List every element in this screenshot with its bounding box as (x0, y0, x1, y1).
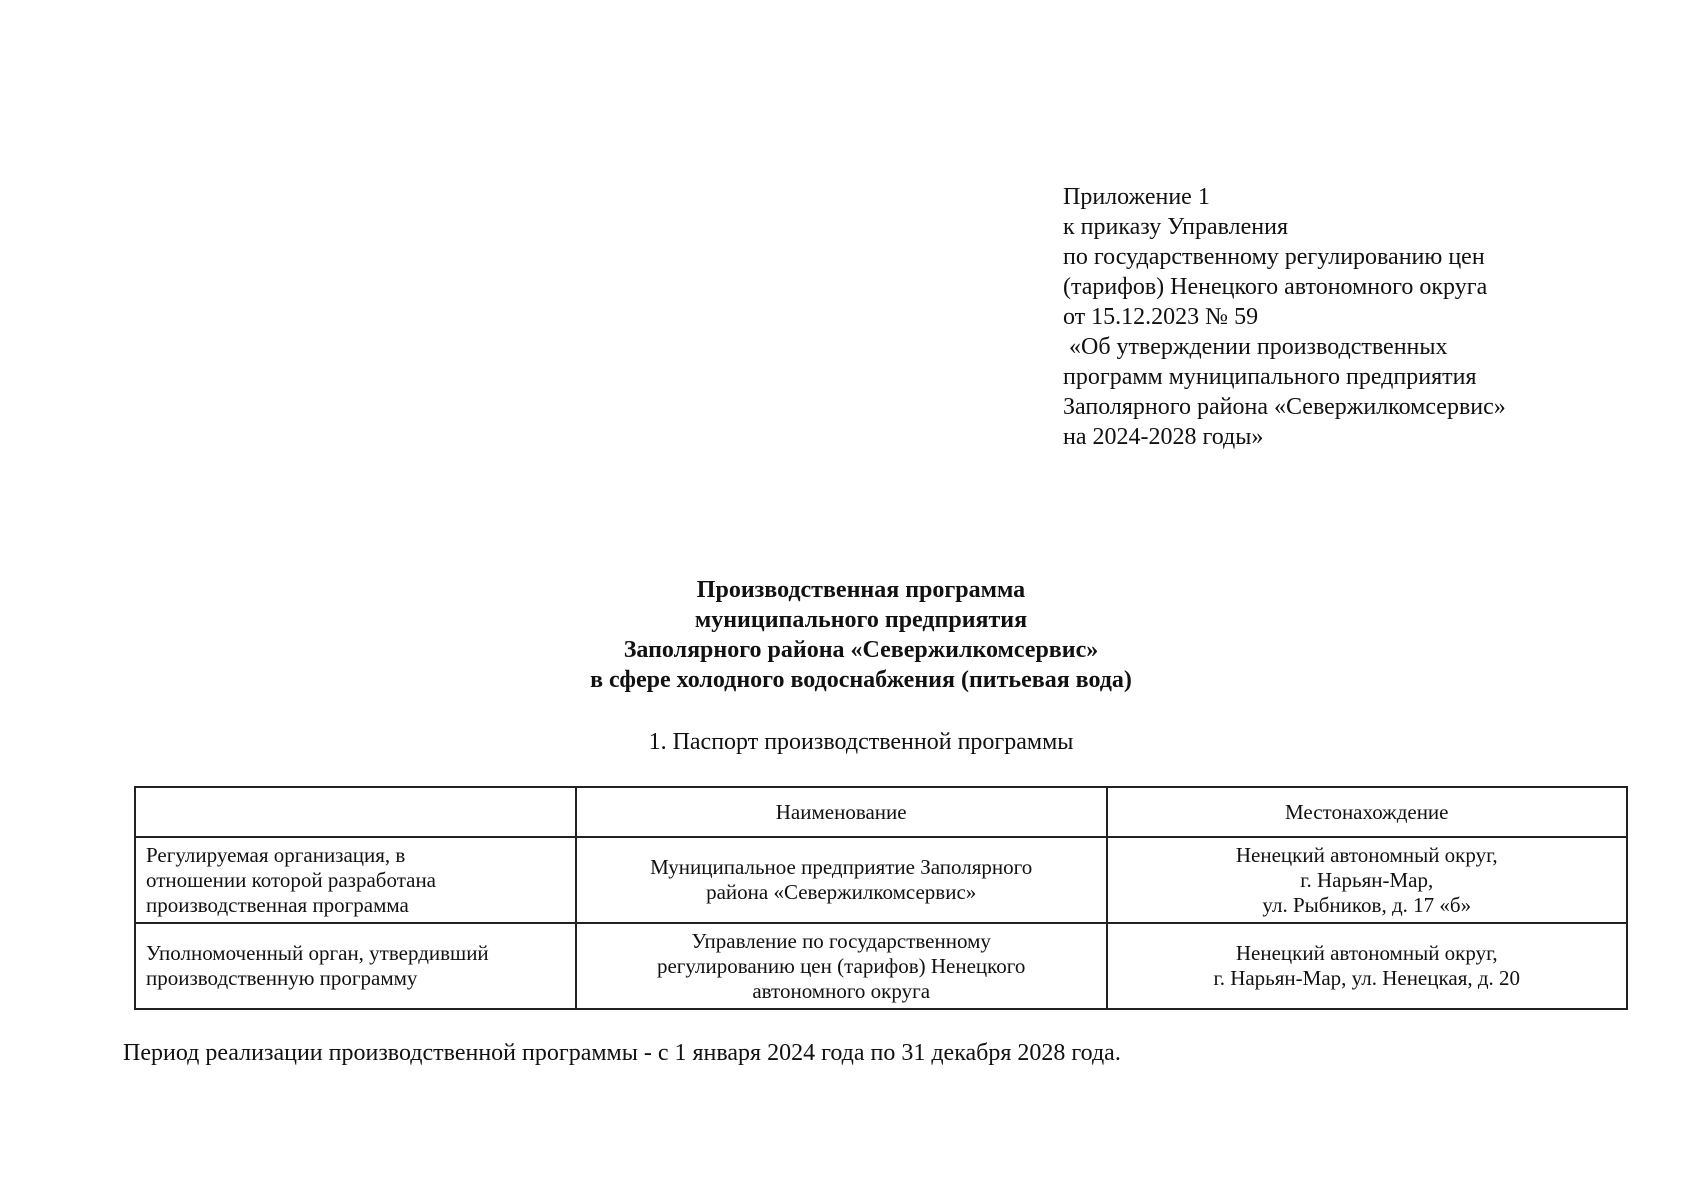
row-location-cell: Ненецкий автономный округ, г. Нарьян-Мар… (1105, 922, 1628, 1010)
appendix-note: Приложение 1 к приказу Управления по гос… (1063, 182, 1506, 452)
title-line: муниципального предприятия (694, 607, 1028, 633)
row-name-cell: Муниципальное предприятие Заполярного ра… (574, 836, 1108, 924)
table-header-cell: Местонахождение (1105, 786, 1628, 838)
appendix-line: Заполярного района «Севержилкомсервис» (1063, 394, 1506, 420)
cell-line: Регулируемая организация, в (146, 842, 406, 867)
row-location-cell: Ненецкий автономный округ, г. Нарьян-Мар… (1105, 836, 1628, 924)
cell-line: Уполномоченный орган, утвердивший (146, 941, 489, 965)
row-label-cell: Уполномоченный орган, утвердивший произв… (134, 922, 577, 1010)
cell-line: автономного округа (752, 978, 931, 1003)
document-title: Производственная программа муниципальног… (0, 575, 1686, 695)
table-header-row: Наименование Местонахождение (134, 786, 1628, 838)
table-header-cell (134, 786, 577, 838)
cell-line: ул. Рыбников, д. 17 «б» (1262, 892, 1472, 917)
appendix-line: на 2024-2028 годы» (1063, 424, 1264, 450)
appendix-line: к приказу Управления (1063, 214, 1289, 240)
cell-line: Ненецкий автономный округ, (1235, 941, 1498, 965)
passport-table: Наименование Местонахождение Регулируема… (134, 786, 1628, 1010)
cell-line: производственная программа (146, 892, 409, 917)
appendix-line: от 15.12.2023 № 59 (1063, 304, 1259, 330)
cell-line: г. Нарьян-Мар, (1300, 867, 1434, 892)
table-header-cell: Наименование (574, 786, 1108, 838)
appendix-line: (тарифов) Ненецкого автономного округа (1063, 274, 1488, 300)
cell-line: г. Нарьян-Мар, ул. Ненецкая, д. 20 (1213, 966, 1521, 990)
appendix-line: программ муниципального предприятия (1063, 364, 1477, 390)
title-line: Производственная программа (696, 577, 1026, 603)
title-line: в сфере холодного водоснабжения (питьева… (590, 667, 1132, 693)
cell-line: отношении которой разработана (146, 867, 437, 892)
cell-line: регулированию цен (тарифов) Ненецкого (656, 953, 1026, 978)
title-line: Заполярного района «Севержилкомсервис» (623, 637, 1099, 663)
section-title: 1. Паспорт производственной программы (648, 729, 1074, 755)
cell-line: Управление по государственному (691, 928, 991, 953)
cell-line: Ненецкий автономный округ, (1235, 842, 1498, 867)
table-row: Уполномоченный орган, утвердивший произв… (134, 922, 1628, 1010)
table-row: Регулируемая организация, в отношении ко… (134, 836, 1628, 924)
appendix-line: «Об утверждении производственных (1063, 334, 1448, 360)
implementation-period: Период реализации производственной прогр… (123, 1040, 1121, 1066)
appendix-line: по государственному регулированию цен (1063, 244, 1485, 270)
appendix-line: Приложение 1 (1063, 184, 1210, 210)
cell-line: Муниципальное предприятие Заполярного (650, 855, 1033, 879)
row-name-cell: Управление по государственному регулиров… (574, 922, 1108, 1010)
row-label-cell: Регулируемая организация, в отношении ко… (134, 836, 577, 924)
cell-line: производственную программу (146, 966, 418, 990)
cell-line: района «Севержилкомсервис» (706, 880, 977, 904)
